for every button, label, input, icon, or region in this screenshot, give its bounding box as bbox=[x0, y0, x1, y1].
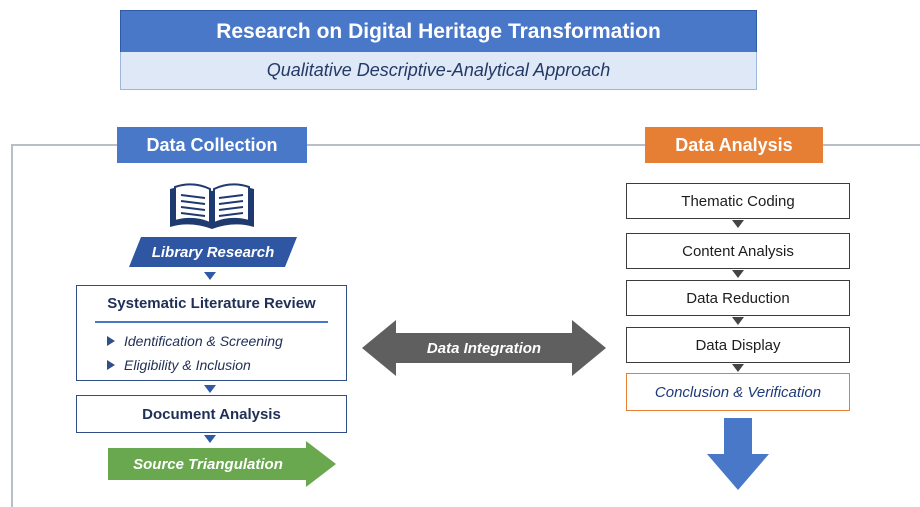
triangle-right-icon bbox=[107, 360, 115, 370]
open-book-icon bbox=[166, 181, 258, 233]
step-content-analysis: Content Analysis bbox=[626, 233, 850, 269]
data-analysis-header: Data Analysis bbox=[645, 127, 823, 163]
systematic-literature-review-box: Systematic Literature Review Identificat… bbox=[76, 285, 347, 381]
arrow-step-4 bbox=[732, 364, 744, 372]
library-research-banner: Library Research bbox=[129, 237, 297, 267]
triangle-right-icon bbox=[107, 336, 115, 346]
source-triangulation-label: Source Triangulation bbox=[133, 455, 283, 473]
frame-line-left-top bbox=[11, 144, 117, 146]
arrow-step-2 bbox=[732, 270, 744, 278]
arrow-document-to-triangulation bbox=[204, 435, 216, 443]
diagram-subtitle: Qualitative Descriptive-Analytical Appro… bbox=[120, 52, 757, 90]
arrow-step-1 bbox=[732, 220, 744, 228]
slr-item-label: Eligibility & Inclusion bbox=[124, 357, 251, 373]
document-analysis-box: Document Analysis bbox=[76, 395, 347, 433]
step-conclusion-verification: Conclusion & Verification bbox=[626, 373, 850, 411]
data-collection-header: Data Collection bbox=[117, 127, 307, 163]
slr-item-label: Identification & Screening bbox=[124, 333, 283, 349]
step-data-display: Data Display bbox=[626, 327, 850, 363]
data-integration-arrow: Data Integration bbox=[362, 320, 606, 376]
arrow-library-to-slr bbox=[204, 272, 216, 280]
frame-line-right-top bbox=[823, 144, 920, 146]
frame-line-middle-top bbox=[307, 144, 645, 146]
slr-title: Systematic Literature Review bbox=[107, 295, 316, 312]
arrow-slr-to-document bbox=[204, 385, 216, 393]
arrow-step-3 bbox=[732, 317, 744, 325]
step-thematic-coding: Thematic Coding bbox=[626, 183, 850, 219]
slr-item: Identification & Screening bbox=[107, 333, 283, 349]
source-triangulation-arrow: Source Triangulation bbox=[108, 441, 336, 487]
slr-item: Eligibility & Inclusion bbox=[107, 357, 251, 373]
data-integration-label: Data Integration bbox=[426, 339, 542, 357]
diagram-title: Research on Digital Heritage Transformat… bbox=[120, 10, 757, 53]
library-research-label: Library Research bbox=[151, 243, 275, 261]
frame-line-left-vertical bbox=[11, 144, 13, 507]
down-arrow-icon bbox=[707, 418, 769, 490]
slr-divider bbox=[95, 321, 328, 323]
step-data-reduction: Data Reduction bbox=[626, 280, 850, 316]
